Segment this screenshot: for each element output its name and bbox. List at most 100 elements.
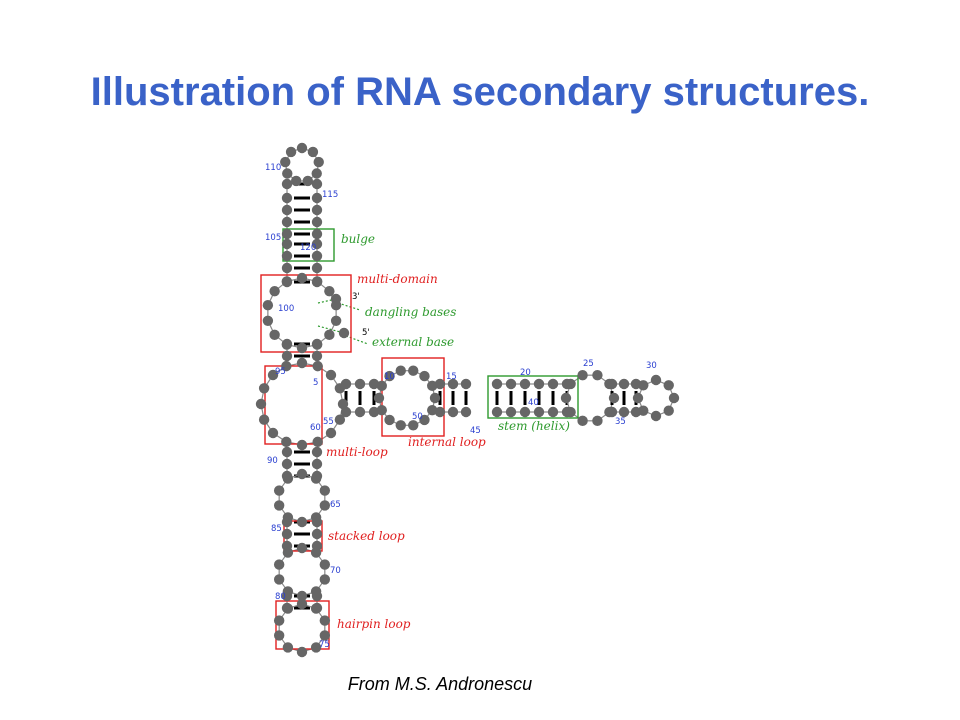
- nucleotide: [281, 250, 293, 262]
- nucleotide: [296, 468, 308, 480]
- nucleotide: [281, 360, 292, 372]
- position-number: 10: [384, 372, 395, 382]
- nucleotide: [376, 404, 387, 416]
- nucleotide: [311, 216, 323, 228]
- nucleotide: [592, 415, 603, 427]
- nucleotide: [434, 378, 446, 390]
- nucleotide: [273, 485, 285, 496]
- nucleotide: [606, 378, 618, 390]
- nucleotide: [519, 378, 531, 390]
- position-number: 120: [300, 243, 316, 253]
- nucleotide: [267, 427, 279, 439]
- nucleotide: [505, 406, 517, 418]
- position-number: 40: [528, 398, 539, 408]
- nucleotide: [296, 142, 308, 154]
- hairpin-loop-label: hairpin loop: [337, 617, 411, 631]
- nucleotide: [281, 446, 293, 458]
- nucleotide: [296, 542, 308, 554]
- nucleotide: [281, 192, 293, 204]
- multi-loop-label: multi-loop: [326, 445, 388, 459]
- nucleotide: [311, 446, 323, 458]
- slide-title: Illustration of RNA secondary structures…: [90, 70, 870, 114]
- position-number: 50: [412, 412, 423, 422]
- nucleotide: [281, 350, 293, 362]
- nucleotide: [460, 406, 472, 418]
- position-number: 80: [275, 592, 286, 602]
- nucleotide: [650, 410, 662, 422]
- nucleotide: [311, 458, 323, 470]
- nucleotide: [273, 574, 285, 585]
- nucleotide: [311, 168, 322, 179]
- nucleotide: [311, 238, 323, 250]
- nucleotide: [296, 357, 308, 369]
- nucleotide: [281, 276, 293, 287]
- nucleotide: [650, 374, 662, 386]
- nucleotide: [273, 500, 285, 511]
- five-prime-end-label: 5': [362, 328, 370, 338]
- position-number: 5: [313, 378, 318, 388]
- nucleotide: [668, 392, 680, 404]
- backbone-segment: [317, 325, 345, 334]
- nucleotide: [330, 293, 342, 305]
- nucleotide: [312, 436, 323, 448]
- source-caption: From M.S. Andronescu: [347, 674, 533, 694]
- position-number: 70: [330, 566, 341, 576]
- nucleotide: [505, 378, 517, 390]
- nucleotide: [282, 603, 294, 614]
- position-number: 60: [310, 423, 321, 433]
- nucleotide: [638, 405, 649, 416]
- nucleotide: [273, 630, 285, 641]
- nucleotide: [447, 378, 459, 390]
- internal-loop-label: internal loop: [408, 435, 486, 449]
- nucleotide: [307, 146, 319, 158]
- position-number: 25: [583, 359, 594, 369]
- nucleotide: [408, 365, 419, 376]
- nucleotide: [577, 415, 588, 427]
- backbone-segment: [337, 302, 361, 311]
- nucleotide: [434, 406, 446, 418]
- nucleotide: [384, 414, 395, 426]
- position-number: 95: [275, 367, 286, 377]
- nucleotide: [384, 370, 395, 382]
- nucleotide: [281, 262, 293, 274]
- position-number: 15: [446, 372, 457, 382]
- nucleotide: [618, 378, 630, 390]
- nucleotide: [313, 156, 324, 168]
- nucleotide: [280, 156, 291, 168]
- nucleotide: [533, 378, 545, 390]
- position-number: 75: [319, 640, 330, 650]
- nucleotide: [592, 369, 603, 381]
- nucleotide: [296, 272, 308, 284]
- nucleotide: [491, 406, 503, 418]
- nucleotide: [296, 598, 308, 610]
- nucleotide: [311, 192, 323, 204]
- nucleotide: [281, 178, 293, 190]
- nucleotide: [262, 315, 274, 326]
- nucleotide: [319, 500, 331, 511]
- nucleotide: [267, 369, 279, 381]
- nucleotide: [340, 406, 352, 418]
- nucleotide: [368, 378, 380, 390]
- nucleotide: [319, 574, 331, 585]
- position-number: 110: [265, 163, 281, 173]
- nucleotide: [324, 285, 335, 297]
- nucleotide: [296, 342, 308, 354]
- nucleotide: [354, 378, 366, 390]
- nucleotide: [519, 406, 531, 418]
- nucleotide: [395, 365, 406, 376]
- nucleotide: [282, 547, 294, 558]
- nucleotide: [427, 404, 438, 416]
- nucleotide: [429, 392, 441, 404]
- nucleotide: [296, 439, 308, 451]
- nucleotide: [565, 406, 576, 418]
- nucleotide: [258, 414, 270, 425]
- nucleotide: [262, 300, 274, 311]
- position-number: 30: [646, 361, 657, 371]
- nucleotide: [311, 528, 323, 540]
- backbone-segment: [317, 298, 337, 304]
- nucleotide: [330, 315, 342, 326]
- nucleotide: [447, 406, 459, 418]
- nucleotide: [311, 350, 323, 362]
- nucleotide: [560, 392, 572, 404]
- nucleotide: [334, 414, 346, 425]
